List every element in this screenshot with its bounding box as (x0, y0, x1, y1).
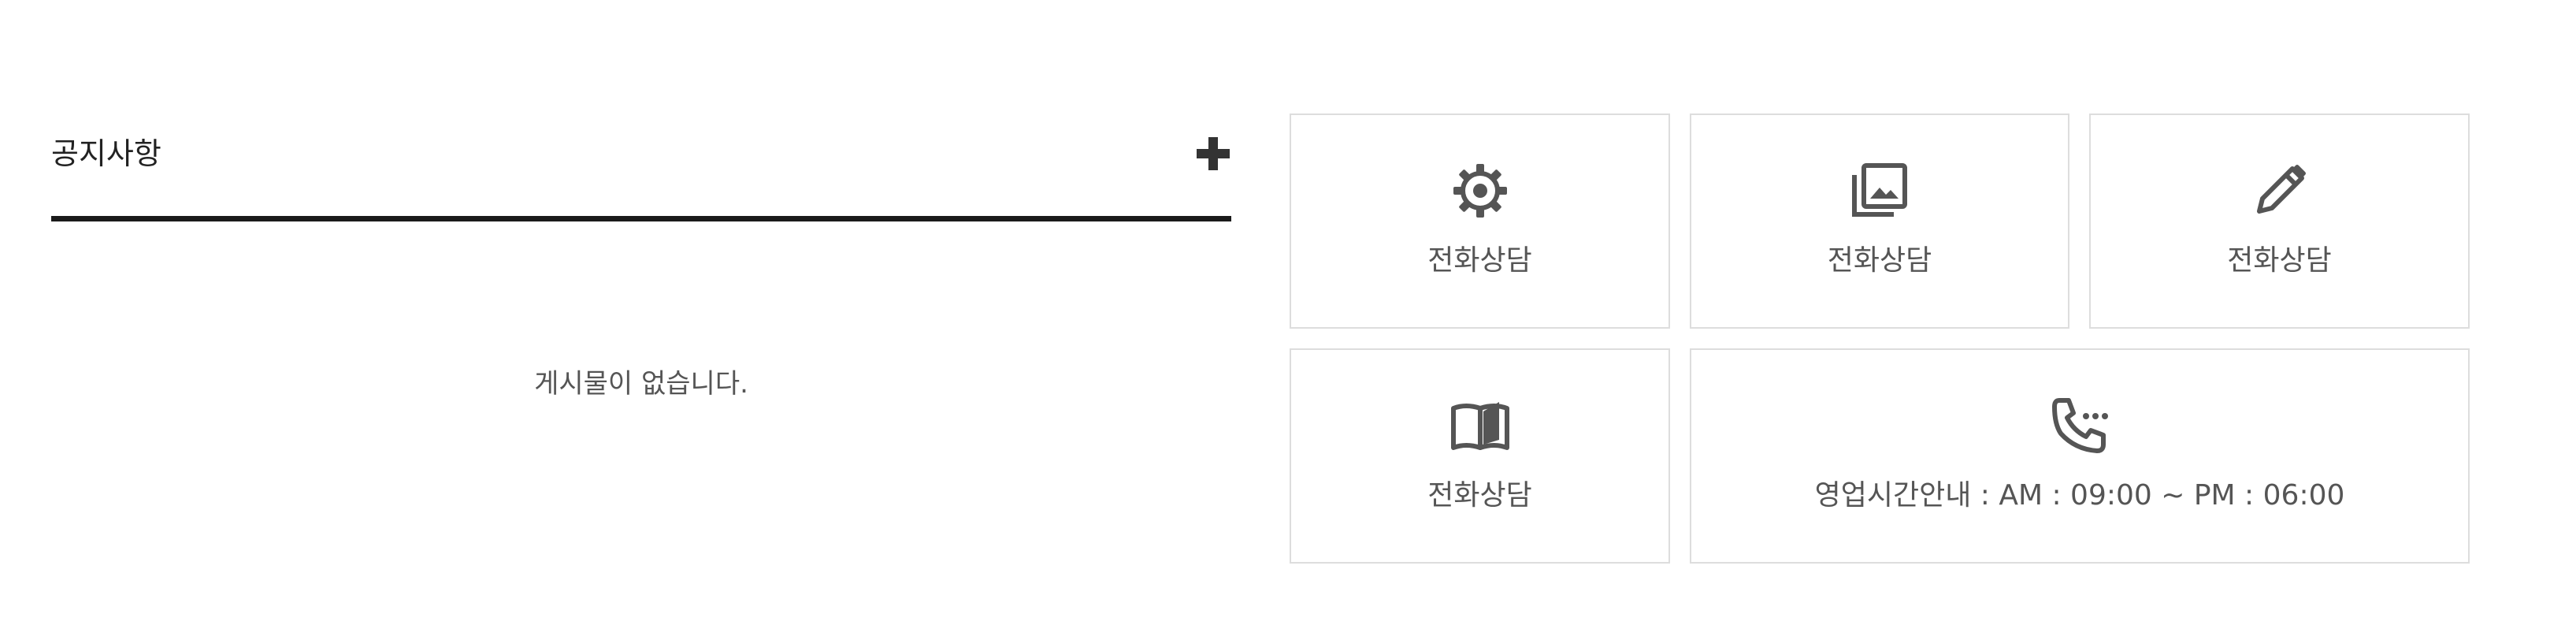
business-hours-tile[interactable]: 영업시간안내 : AM : 09:00 ~ PM : 06:00 (1690, 348, 2470, 564)
open-book-icon (1449, 394, 1512, 457)
notice-title: 공지사항 (51, 136, 161, 171)
quick-link-tile-3[interactable]: 전화상담 (2089, 113, 2470, 329)
phone-icon (2048, 394, 2111, 457)
tile-label: 전화상담 (1427, 479, 1532, 512)
image-gallery-icon (1848, 159, 1911, 222)
quick-link-tile-2[interactable]: 전화상담 (1690, 113, 2069, 329)
plus-icon (1197, 137, 1230, 170)
quick-link-tile-1[interactable]: 전화상담 (1290, 113, 1670, 329)
quick-link-tile-4[interactable]: 전화상담 (1290, 348, 1670, 564)
tile-label: 전화상담 (2227, 244, 2332, 277)
tile-label: 전화상담 (1427, 244, 1532, 277)
empty-message: 게시물이 없습니다. (534, 368, 748, 400)
pencil-icon (2248, 159, 2311, 222)
business-hours-label: 영업시간안내 : AM : 09:00 ~ PM : 06:00 (1814, 479, 2345, 512)
notice-board: 공지사항 게시물이 없습니다. (51, 118, 1231, 400)
gear-icon (1449, 159, 1512, 222)
notice-header: 공지사항 (51, 118, 1231, 221)
tile-label: 전화상담 (1827, 244, 1932, 277)
add-notice-button[interactable] (1195, 136, 1231, 172)
